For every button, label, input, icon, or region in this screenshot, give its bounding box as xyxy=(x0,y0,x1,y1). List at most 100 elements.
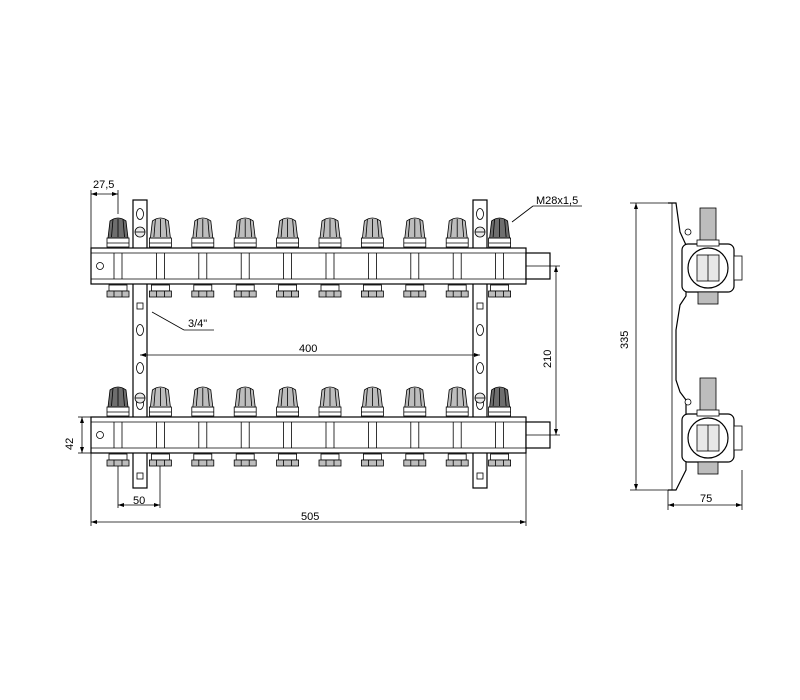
valve-collar xyxy=(318,406,342,417)
outlet-hex xyxy=(233,290,257,298)
side-outlet xyxy=(697,291,719,305)
valve-cap-rib xyxy=(492,387,495,407)
dimension-arrow xyxy=(91,520,97,524)
outlet-hex xyxy=(233,459,257,467)
valve-collar xyxy=(318,237,342,248)
outlet-hex xyxy=(318,459,342,467)
valve-cap-rib xyxy=(111,218,114,238)
valve-cap-rib xyxy=(407,387,411,407)
bracket-slot xyxy=(476,324,484,336)
outlet-nut xyxy=(320,284,340,292)
bracket-slot xyxy=(136,208,144,220)
valve-cap-rib xyxy=(165,218,168,238)
bottom-outlet-fittings xyxy=(106,453,512,467)
outlet-nut xyxy=(490,453,510,461)
dimension-arrow xyxy=(154,503,160,507)
outlet-hex xyxy=(445,459,469,467)
valve-collar xyxy=(276,406,300,417)
outlet-hex xyxy=(318,290,342,298)
valve-collar xyxy=(233,237,257,248)
outlet-nut xyxy=(108,453,128,461)
outlet-hex xyxy=(488,290,512,298)
valve-collar xyxy=(403,237,427,248)
outlet-nut xyxy=(108,284,128,292)
valve-collar xyxy=(148,237,172,248)
valve-cap-rib xyxy=(461,218,465,238)
dimension-arrow xyxy=(80,417,84,423)
bracket-screw xyxy=(136,302,144,310)
rail-port xyxy=(96,262,104,270)
outlet-nut xyxy=(193,284,213,292)
top-outlet-fittings xyxy=(106,284,512,298)
valve-cap-rib xyxy=(365,218,368,238)
valve-cap-rib xyxy=(419,387,422,407)
dim-bracket-spacing-label: 400 xyxy=(299,343,317,355)
valve-collar xyxy=(106,406,130,417)
outlet-nut xyxy=(490,284,510,292)
valve-collar xyxy=(191,406,215,417)
outlet-nut xyxy=(235,284,255,292)
rail-port xyxy=(96,431,104,439)
dimension-arrow xyxy=(118,503,124,507)
valve-cap-rib xyxy=(249,387,253,407)
valve-cap-rib xyxy=(461,387,465,407)
side-view xyxy=(668,202,743,491)
valve-collar xyxy=(106,237,130,248)
valve-collar xyxy=(445,237,469,248)
valve-cap-rib xyxy=(504,218,507,238)
valve-collar xyxy=(360,406,384,417)
dimension-arrow xyxy=(474,353,480,357)
outlet-nut xyxy=(150,453,170,461)
dim-pitch-label: 50 xyxy=(133,495,145,507)
valve-cap-rib xyxy=(207,387,210,407)
outlet-hex xyxy=(106,290,130,298)
dim-rail-height-label: 42 xyxy=(64,438,76,450)
valve-cap-rib xyxy=(195,387,199,407)
side-end-cap xyxy=(733,255,743,281)
leader-line xyxy=(151,311,185,331)
valve-collar xyxy=(488,237,512,248)
bracket-screw xyxy=(136,472,144,480)
outlet-hex xyxy=(445,290,469,298)
valve-cap-rib xyxy=(504,387,507,407)
valve-cap-rib xyxy=(292,387,295,407)
valve-collar xyxy=(488,406,512,417)
leader-line xyxy=(511,205,534,223)
side-valve-cap xyxy=(699,207,717,243)
outlet-hex xyxy=(360,290,384,298)
valve-collar xyxy=(403,406,427,417)
dimension-arrow xyxy=(634,484,638,490)
dim-inlet-label: 3/4" xyxy=(188,318,207,330)
valve-cap-rib xyxy=(122,387,125,407)
side-outlet xyxy=(697,461,719,475)
outlet-nut xyxy=(150,284,170,292)
valve-cap-rib xyxy=(323,387,326,407)
outlet-hex xyxy=(403,290,427,298)
dimension-arrow xyxy=(80,447,84,453)
dim-overall-height-label: 335 xyxy=(619,331,631,349)
outlet-hex xyxy=(276,290,300,298)
valve-cap-rib xyxy=(450,387,453,407)
outlet-nut xyxy=(278,453,298,461)
dimension-arrow xyxy=(554,266,558,272)
dimension-arrow xyxy=(554,429,558,435)
valve-collar xyxy=(191,237,215,248)
dimension-arrow xyxy=(112,192,118,196)
outlet-hex xyxy=(360,459,384,467)
dim-first-offset-label: 27,5 xyxy=(93,179,114,191)
outlet-hex xyxy=(276,459,300,467)
valve-cap-rib xyxy=(249,218,253,238)
side-valve-collar xyxy=(696,239,720,247)
valve-collar xyxy=(360,237,384,248)
dimension-arrow xyxy=(520,520,526,524)
top-manifold-rail xyxy=(90,247,551,285)
valve-cap-rib xyxy=(407,218,411,238)
valve-cap-rib xyxy=(419,218,422,238)
outlet-nut xyxy=(447,453,467,461)
bracket-screw xyxy=(476,472,484,480)
bottom-valve-heads xyxy=(106,386,512,417)
valve-cap-rib xyxy=(377,218,380,238)
outlet-nut xyxy=(320,453,340,461)
valve-collar xyxy=(148,406,172,417)
